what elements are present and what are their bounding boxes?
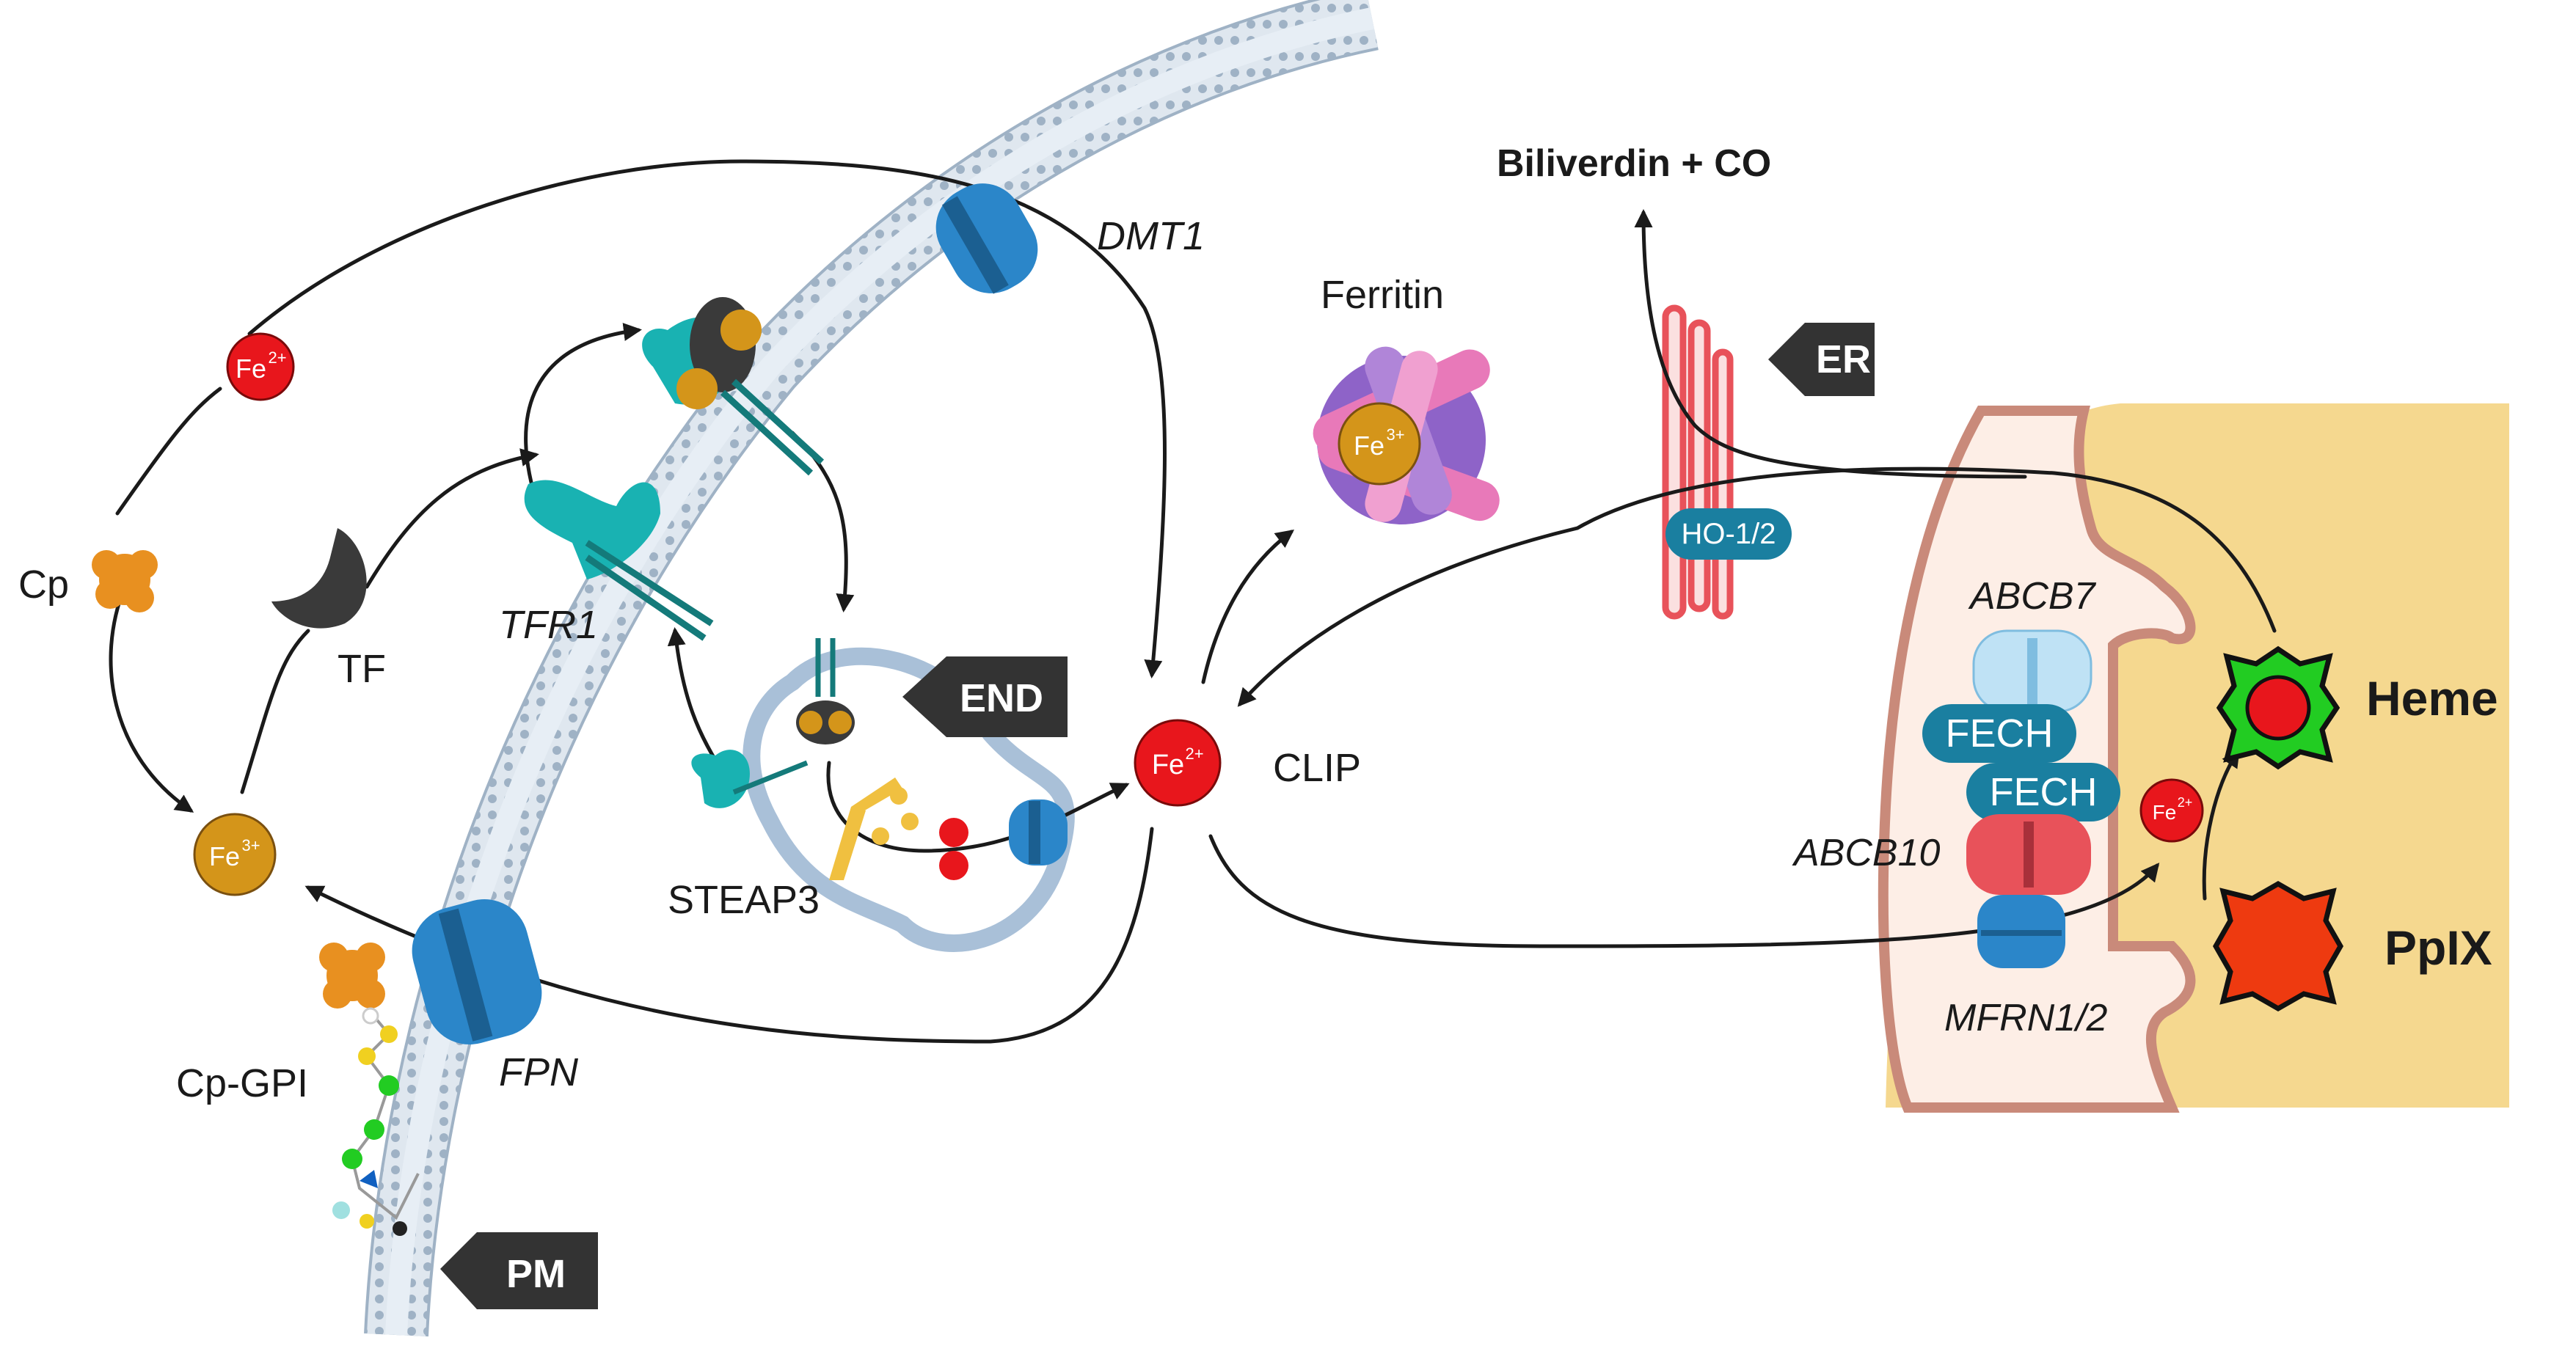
label-clip: CLIP	[1273, 746, 1361, 790]
fe2-ion-mitochondrial: Fe 2+	[2139, 778, 2204, 843]
abcb7-transporter	[1972, 629, 2092, 713]
label-abcb7: ABCB7	[1968, 575, 2097, 618]
svg-text:Fe: Fe	[2153, 801, 2177, 824]
svg-text:PM: PM	[506, 1252, 566, 1296]
svg-text:2+: 2+	[1185, 744, 1203, 763]
endosome-fe2-dots	[939, 818, 968, 880]
label-cp-gpi: Cp-GPI	[176, 1061, 308, 1105]
label-tf: TF	[337, 647, 386, 691]
heme-molecule	[2216, 645, 2340, 770]
ceruloplasmin	[92, 550, 158, 612]
label-ppix: PpIX	[2385, 921, 2492, 975]
fech-enzyme-1: FECH	[1922, 704, 2076, 763]
svg-text:END: END	[960, 676, 1043, 720]
label-fpn: FPN	[499, 1050, 579, 1094]
dmt1-transporter	[935, 183, 1038, 294]
label-dmt1: DMT1	[1097, 214, 1205, 258]
fe3-ion-ferritin: Fe 3+	[1338, 402, 1421, 486]
label-steap3: STEAP3	[668, 878, 820, 922]
endosome-dmt1	[1009, 799, 1068, 866]
end-tag: END	[902, 656, 1068, 737]
ppix-molecule	[2212, 880, 2344, 1012]
plasma-membrane	[364, 0, 1379, 1337]
svg-text:Fe: Fe	[209, 841, 240, 871]
label-ferritin: Ferritin	[1321, 273, 1444, 317]
svg-text:Fe: Fe	[1354, 431, 1384, 461]
ho-label: HO-1/2	[1682, 518, 1776, 550]
fe2-ion-extracellular: Fe 2+	[226, 332, 295, 401]
pm-tag: PM	[440, 1232, 598, 1309]
label-abcb10: ABCB10	[1792, 832, 1941, 874]
svg-text:2+: 2+	[268, 348, 286, 367]
label-cp: Cp	[18, 563, 69, 607]
abcb10-transporter	[1966, 814, 2091, 895]
label-tfr1: TFR1	[499, 603, 598, 647]
svg-text:2+: 2+	[2178, 795, 2193, 810]
fech-enzyme-2: FECH	[1966, 763, 2120, 821]
er-tag: ER	[1768, 323, 1875, 396]
svg-text:3+: 3+	[1386, 425, 1404, 444]
svg-text:FECH: FECH	[1946, 711, 2054, 755]
endosome-tfr1	[796, 638, 855, 744]
svg-text:Fe: Fe	[236, 354, 266, 384]
endoplasmic-reticulum	[1662, 304, 1734, 620]
label-mfrn: MFRN1/2	[1944, 997, 2108, 1039]
ho-1-2-enzyme: HO-1/2	[1665, 508, 1792, 560]
steap3-tfr1	[691, 750, 809, 808]
mfrn-transporter	[1977, 895, 2065, 968]
tfr1-with-iron	[642, 297, 825, 476]
transferrin	[271, 528, 367, 629]
fe3-ion-extracellular: Fe 3+	[193, 813, 277, 896]
svg-text:FECH: FECH	[1990, 770, 2098, 814]
tfr1-receptor	[524, 480, 714, 641]
fe2-ion-clip: Fe 2+	[1134, 719, 1222, 807]
svg-text:3+: 3+	[241, 836, 260, 855]
svg-text:ER: ER	[1816, 337, 1871, 381]
fpn-transporter	[412, 899, 542, 1044]
label-biliverdin: Biliverdin + CO	[1497, 142, 1771, 185]
label-heme: Heme	[2366, 671, 2498, 725]
steap3-enzyme	[829, 777, 919, 880]
ceruloplasmin-gpi	[319, 943, 420, 1236]
svg-text:Fe: Fe	[1152, 750, 1184, 780]
